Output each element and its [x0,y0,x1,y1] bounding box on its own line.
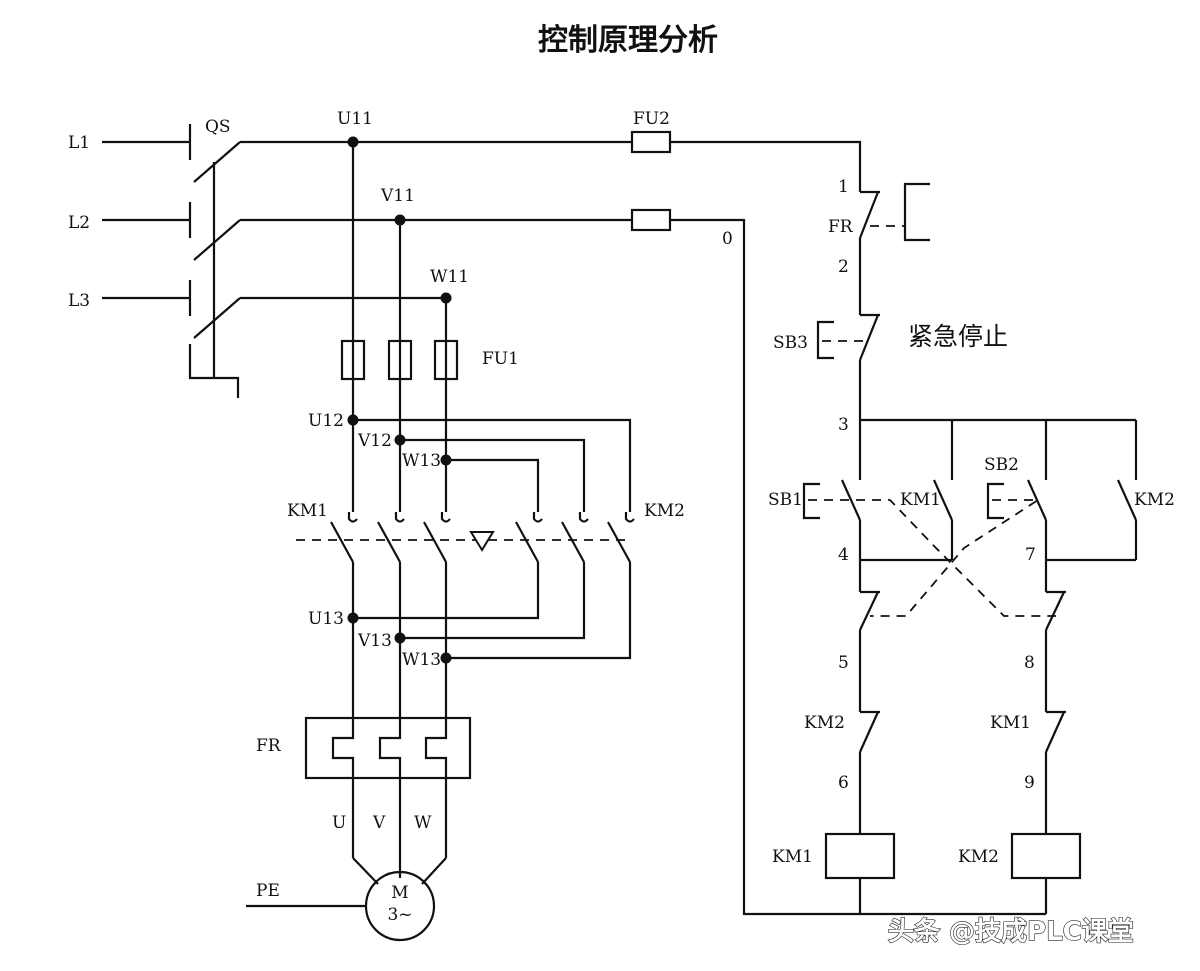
emergency-stop-note: 紧急停止 [908,322,1008,351]
wire-number-5: 5 [838,653,849,673]
sb1-no-contact [840,479,862,521]
line-label-l1: L1 [68,133,90,153]
contactor-blades [330,521,631,563]
qs-label: QS [205,117,231,137]
qs-blade-2 [193,219,241,261]
fuse-fu2-label: FU2 [633,109,670,129]
junction-w13-bottom [440,652,452,664]
sb3-label: SB3 [773,333,808,353]
junction-v13 [394,632,406,644]
contactor-label-km1: KM1 [287,501,328,521]
km1-interlock-label: KM1 [990,713,1031,733]
km2-self-hold-contact [1116,479,1138,521]
node-label-u11: U11 [337,109,373,129]
wire-motor-w-bend [421,857,447,885]
sb3-button-symbol [816,320,834,360]
km2-self-hold-label: KM2 [1134,490,1175,510]
wire-km2-to-w13 [446,562,632,660]
fuse-fu2-bottom [630,208,672,232]
wire-number-2: 2 [838,257,849,277]
wire-number-0: 0 [722,229,733,249]
wire-u12-to-km2 [353,418,632,512]
sb1-interlock-dashed [808,499,1056,617]
coil-km2-label: KM2 [958,847,999,867]
km2-interlock-label: KM2 [804,713,845,733]
km2-interlock-nc [859,591,879,631]
node-label-w13-top: W13 [402,451,441,471]
wire-number-1: 1 [838,177,849,197]
junction-w13-top [440,454,452,466]
node-label-w11: W11 [430,267,469,287]
sb2-no-contact [1026,479,1048,521]
wire-number-6: 6 [838,773,849,793]
wire-km2-to-v13 [400,562,586,640]
wire-number-9: 9 [1024,773,1035,793]
motor-terminal-v: V [372,813,386,833]
junction-u12 [347,414,359,426]
node-label-w13-bottom: W13 [402,650,441,670]
thermal-relay-box [304,716,472,780]
km1-interlock-nc2 [1044,711,1066,753]
thermal-relay-label: FR [256,736,282,756]
wire-km2-to-u13 [353,562,540,620]
wire-neutral-0 [670,218,860,916]
qs-blade-1 [193,141,241,183]
junction-u13 [347,612,359,624]
pe-label: PE [256,881,280,901]
diagram-title: 控制原理分析 [538,23,718,58]
contactor-label-km2: KM2 [644,501,685,521]
motor-label-phase: 3~ [387,905,412,925]
coil-km2 [1010,832,1082,880]
sb1-label: SB1 [768,490,803,510]
main-circuit: L1 L2 L3 QS U11 V11 W11 [68,109,685,942]
sb2-label: SB2 [984,455,1019,475]
coil-km1 [824,832,896,880]
km1-interlock-nc [1045,591,1065,631]
line-label-l2: L2 [68,213,90,233]
junction-v12 [394,434,406,446]
wire-number-3: 3 [838,415,849,435]
wire-motor-u-bend [352,857,379,885]
wire-fu2-to-control [670,140,862,192]
line-label-l3: L3 [68,291,90,311]
contactor-hooks [347,512,635,523]
sb1-button-symbol [802,482,820,520]
motor-label-m: M [391,883,408,903]
control-fr-label: FR [828,217,854,237]
wire-number-7: 7 [1025,545,1036,565]
node-label-u12: U12 [308,411,344,431]
control-circuit: FU2 0 FR 1 2 SB3 紧急停止 3 SB1 KM1 [630,109,1175,916]
wire-number-8: 8 [1024,653,1035,673]
fr-nc-contact [858,191,880,239]
sb2-interlock-dashed [870,499,1042,617]
km1-self-hold-contact [932,479,954,521]
thermal-elements [331,718,448,778]
node-label-v12: V12 [357,431,392,451]
node-label-v11: V11 [380,186,415,206]
node-label-u13: U13 [308,609,344,629]
km1-self-hold-label: KM1 [900,490,941,510]
coil-km1-label: KM1 [772,847,813,867]
wire-w13-to-km2 [446,458,540,512]
wire-v12-to-km2 [400,438,586,512]
qs-blade-3 [193,297,241,339]
fr-thermal-symbol [903,182,930,242]
interlock-triangle [469,531,495,552]
fuse-fu2-top [630,130,672,154]
wire-number-4: 4 [838,545,849,565]
sb3-nc-contact [858,314,880,361]
motor-terminal-u: U [332,813,346,833]
node-label-v13: V13 [357,631,392,651]
watermark: 头条 @技成PLC课堂 [888,917,1134,947]
fuse-fu1-label: FU1 [482,349,519,369]
motor-terminal-w: W [414,813,432,833]
qs-handle [188,344,240,398]
km2-interlock-nc2 [858,711,880,753]
sb2-button-symbol [986,482,1004,520]
